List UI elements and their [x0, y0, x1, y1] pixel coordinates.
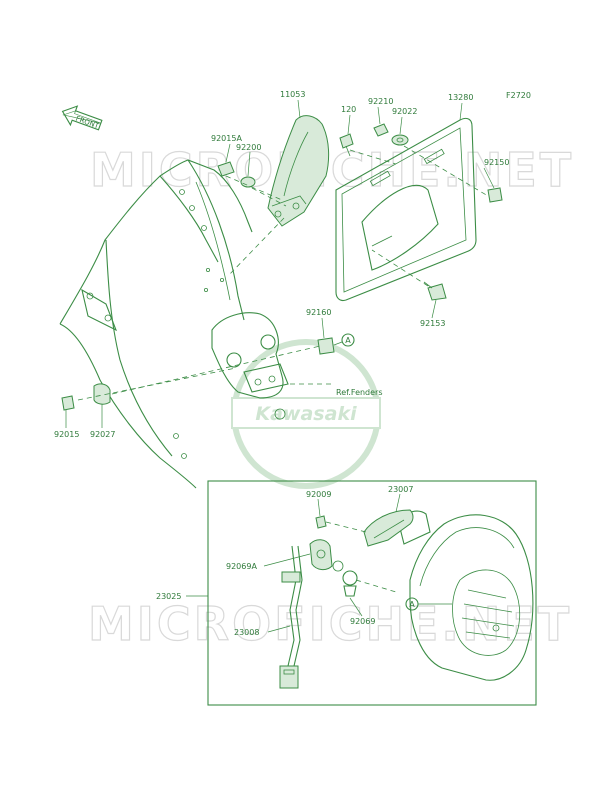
rear-fender — [59, 159, 289, 489]
part-label-23025: 23025 — [156, 592, 181, 601]
watermark-bottom: MICROFICHE.NET — [88, 597, 572, 651]
collar-92160 — [317, 337, 335, 355]
part-label-92069a: 92069A — [226, 562, 257, 571]
fastener-120 — [339, 133, 354, 157]
leader-lines — [65, 99, 495, 633]
part-label-92015: 92015 — [54, 430, 79, 439]
svg-text:A: A — [409, 600, 415, 609]
svg-text:A: A — [345, 336, 351, 345]
part-label-92027: 92027 — [90, 430, 115, 439]
kawasaki-logo: Kawasaki — [231, 339, 381, 489]
bolt-92153 — [423, 281, 447, 301]
figure-code: F2720 — [506, 91, 531, 100]
taillight-box — [207, 480, 537, 706]
wiring-harness-23008 — [279, 545, 303, 689]
svg-text:Kawasaki: Kawasaki — [255, 403, 357, 425]
part-label-92153: 92153 — [420, 319, 445, 328]
grommet-92027 — [93, 383, 111, 405]
nut-92015a — [217, 161, 235, 177]
taillight-cover-23007 — [363, 509, 414, 547]
connector-marker-a-upper: A — [341, 333, 355, 347]
bolt-92150 — [487, 187, 503, 203]
washer-92022 — [391, 134, 409, 146]
part-label-92200: 92200 — [236, 143, 261, 152]
nut-92210 — [373, 123, 389, 137]
part-label-92150: 92150 — [484, 158, 509, 167]
part-label-92069: 92069 — [350, 617, 375, 626]
part-label-23008: 23008 — [234, 628, 259, 637]
screw-92009 — [315, 515, 327, 529]
taillight-lens — [397, 510, 534, 681]
license-plate — [335, 117, 477, 302]
part-label-11053: 11053 — [280, 90, 305, 99]
license-bracket — [267, 115, 330, 227]
part-label-13280: 13280 — [448, 93, 473, 102]
part-label-92009: 92009 — [306, 490, 331, 499]
socket-92069a — [309, 539, 333, 571]
nut-92015 — [61, 395, 75, 411]
washer-92200 — [240, 176, 256, 188]
part-label-23007: 23007 — [388, 485, 413, 494]
part-label-92022: 92022 — [392, 107, 417, 116]
front-arrow-icon: FRONT — [61, 105, 103, 131]
part-label-92210: 92210 — [368, 97, 393, 106]
part-label-120: 120 — [341, 105, 356, 114]
ref-fenders-label: Ref.Fenders — [336, 388, 383, 397]
part-label-92015a: 92015A — [211, 134, 242, 143]
part-label-92160: 92160 — [306, 308, 331, 317]
bulb-92069 — [332, 560, 358, 597]
watermark-top: MICROFICHE.NET — [90, 143, 574, 197]
